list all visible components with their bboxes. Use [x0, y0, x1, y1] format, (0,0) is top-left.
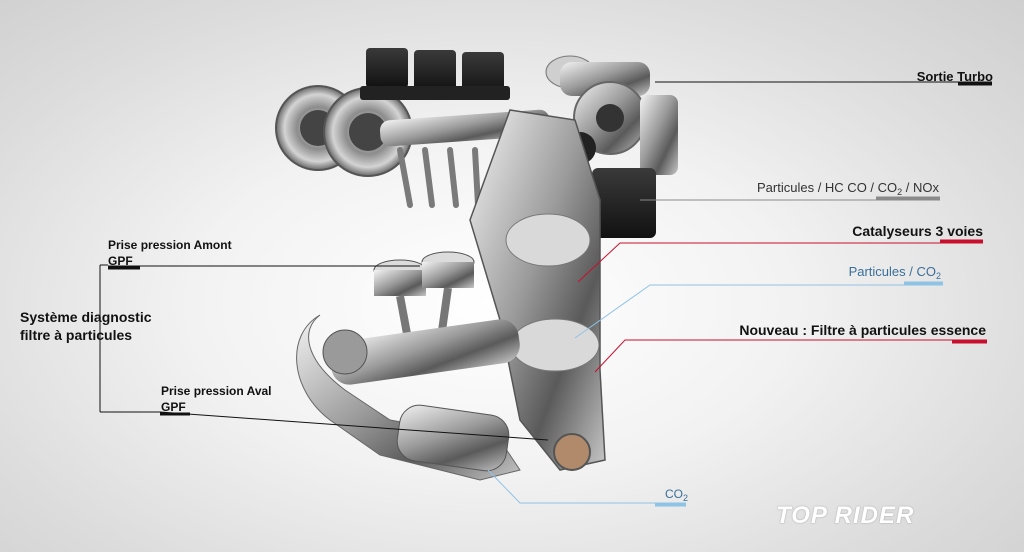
- callout-lines: [99, 81, 992, 507]
- exhaust-pipe: [296, 314, 521, 481]
- label-prise-amont-line2: GPF: [108, 254, 133, 268]
- label-particules-co2: Particules / CO2: [848, 264, 941, 281]
- line-prise-aval: [159, 411, 549, 441]
- label-nouveau-filtre: Nouveau : Filtre à particules essence: [739, 322, 986, 338]
- label-sortie-turbo: Sortie Turbo: [916, 69, 993, 84]
- label-prise-amont-line1: Prise pression Amont: [108, 238, 232, 252]
- label-prise-pression-amont: Prise pression Amont GPF: [108, 237, 232, 269]
- label-prise-aval-line2: GPF: [161, 400, 186, 414]
- label-systeme-line2: filtre à particules: [20, 327, 133, 343]
- label-co2: CO2: [665, 487, 689, 503]
- label-systeme-diagnostic: Système diagnostic filtre à particules: [20, 308, 152, 344]
- cam-gear-right: [323, 87, 413, 177]
- crankshaft: [322, 319, 520, 385]
- line-nouveau: [594, 339, 987, 373]
- label-particules-hc-co-co2-nox: Particules / HC CO / CO2 / NOx: [757, 180, 939, 197]
- line-particules-co2: [574, 284, 943, 339]
- label-prise-aval-line1: Prise pression Aval: [161, 384, 272, 398]
- ignition-coils: [360, 48, 510, 100]
- turbocharger: [545, 55, 678, 238]
- valves: [397, 147, 481, 208]
- line-catalyseurs: [577, 242, 983, 283]
- catalyst-body: [469, 109, 606, 471]
- watermark-logo: TOP RIDER: [776, 502, 915, 529]
- label-catalyseurs: Catalyseurs 3 voies: [852, 223, 983, 239]
- label-prise-pression-aval: Prise pression Aval GPF: [161, 383, 272, 415]
- line-co2-bottom: [487, 469, 686, 504]
- label-systeme-line1: Système diagnostic: [20, 309, 152, 325]
